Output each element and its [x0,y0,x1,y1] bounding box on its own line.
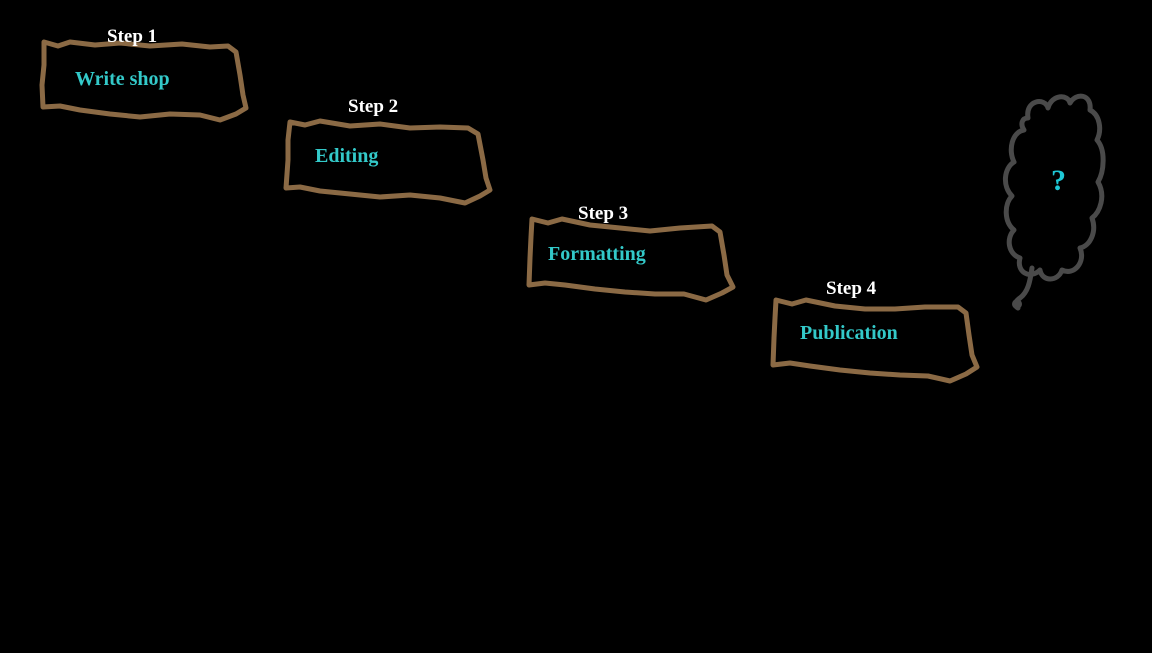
question-mark: ? [1051,164,1066,197]
thought-cloud-icon [1003,93,1106,282]
step-2-box [283,118,493,206]
step-1-box [39,39,249,123]
step-2-label: Step 2 [348,96,399,117]
step-3-label: Step 3 [578,203,629,224]
step-4-label: Step 4 [826,278,877,299]
step-3-text: Formatting [548,243,646,265]
step-3-box [526,216,736,303]
thought-cloud-dot-icon [1012,299,1022,309]
step-4-text: Publication [800,322,898,344]
step-2-text: Editing [315,145,379,167]
step-1-text: Write shop [75,68,170,90]
step-1-label: Step 1 [107,26,158,47]
step-4-box [770,297,980,384]
